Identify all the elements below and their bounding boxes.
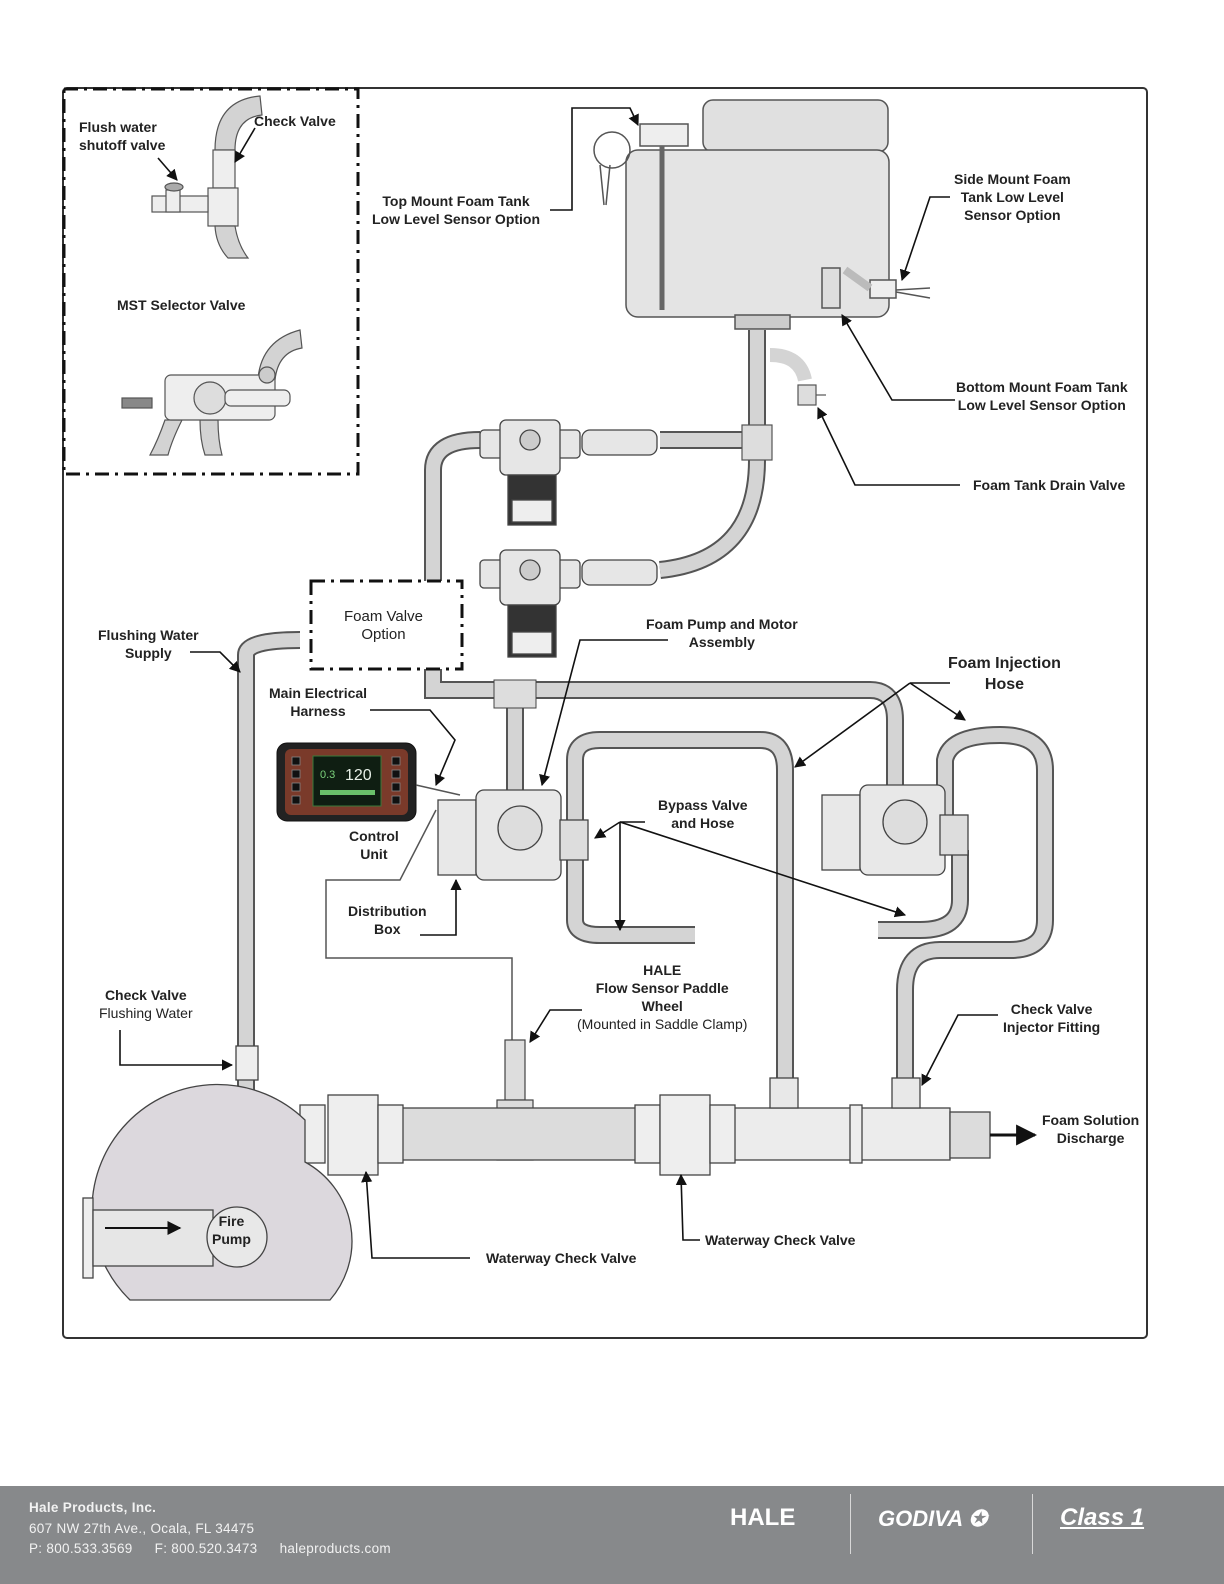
inset-check-valve	[151, 95, 263, 259]
leader-lines	[119, 107, 998, 1259]
label-foam-tank-drain: Foam Tank Drain Valve	[973, 477, 1126, 493]
label-waterway-check-valve-1: Waterway Check Valve	[486, 1250, 637, 1266]
control-unit: 0.3 120	[276, 742, 417, 822]
hoses-fill	[239, 330, 1052, 1100]
diagram-frame	[62, 87, 1148, 1339]
website-link[interactable]: haleproducts.com	[279, 1541, 391, 1556]
label-foam-valve-option: Foam Valve Option	[344, 608, 423, 643]
class1-logo: Class 1	[1060, 1504, 1145, 1531]
label-bottom-mount-sensor: Bottom Mount Foam Tank Low Level Sensor …	[956, 379, 1128, 413]
godiva-logo: GODIVA ✪	[878, 1506, 987, 1531]
fax: F: 800.520.3473	[154, 1541, 258, 1556]
label-inset-check-valve: Check Valve	[254, 113, 336, 129]
inset-box	[62, 87, 360, 476]
label-top-mount-sensor: Top Mount Foam Tank Low Level Sensor Opt…	[372, 193, 541, 227]
label-distribution-box: Distribution Box	[348, 903, 427, 937]
wiring	[325, 784, 513, 1040]
label-foam-injection-hose: Foam Injection Hose	[948, 655, 1061, 693]
foam-pump-motor-assembly	[437, 789, 589, 881]
foam-tank-drain-valve	[741, 348, 826, 461]
label-mst-selector-valve: MST Selector Valve	[117, 297, 246, 313]
label-check-valve-injector: Check Valve Injector Fitting	[1003, 1001, 1101, 1035]
label-foam-pump-motor: Foam Pump and Motor Assembly	[646, 616, 798, 650]
label-waterway-check-valve-2: Waterway Check Valve	[705, 1232, 856, 1248]
company-name: Hale Products, Inc.	[29, 1500, 157, 1515]
logo-separator	[1032, 1494, 1033, 1554]
foam-valve-lower	[479, 549, 658, 658]
phone: P: 800.533.3569	[29, 1541, 133, 1556]
foam-valve-upper	[479, 419, 658, 526]
foam-system-diagram: 0.3 120	[62, 87, 1148, 1339]
godiva-emblem-icon: ✪	[962, 1506, 987, 1531]
label-control-unit: Control Unit	[349, 828, 399, 862]
label-flow-sensor: HALE Flow Sensor Paddle Wheel (Mounted i…	[577, 962, 748, 1032]
label-fire-pump: Fire Pump	[212, 1213, 251, 1247]
fire-pump	[82, 1083, 353, 1301]
foam-valve-option-box	[309, 579, 464, 671]
foam-pump-second	[821, 784, 969, 876]
company-contact: P: 800.533.3569 F: 800.520.3473 haleprod…	[29, 1541, 409, 1556]
company-address: 607 NW 27th Ave., Ocala, FL 34475	[29, 1521, 255, 1536]
display-small-value: 0.3	[320, 769, 335, 781]
label-main-electrical-harness: Main Electrical Harness	[269, 685, 368, 719]
logo-separator	[850, 1494, 851, 1554]
label-flushing-water-supply: Flushing Water Supply	[98, 627, 199, 661]
label-foam-solution-discharge: Foam Solution Discharge	[1042, 1112, 1140, 1146]
footer: Hale Products, Inc. 607 NW 27th Ave., Oc…	[0, 1486, 1224, 1584]
foam-tank	[593, 99, 931, 330]
label-flush-water-shutoff: Flush water shutoff valve	[79, 119, 166, 153]
waterway-pipe	[235, 1045, 991, 1176]
display-main-value: 120	[345, 767, 372, 784]
label-bypass-valve: Bypass Valve and Hose	[658, 797, 748, 831]
label-side-mount-sensor: Side Mount Foam Tank Low Level Sensor Op…	[954, 171, 1071, 223]
inset-mst-selector-valve	[121, 329, 303, 456]
hale-logo: HALE	[730, 1504, 796, 1531]
tee-fitting	[493, 679, 537, 709]
label-check-valve-flushing: Check Valve Flushing Water	[99, 987, 193, 1021]
